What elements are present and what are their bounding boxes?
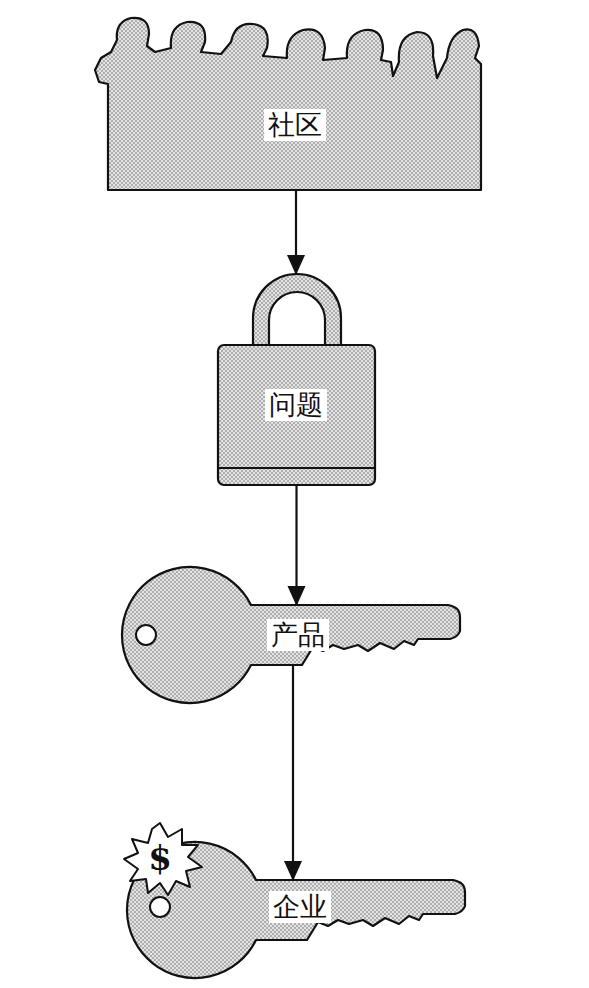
diagram-node: 产品 xyxy=(118,565,468,705)
padlock-shackle xyxy=(253,274,341,348)
node-label: 产品 xyxy=(267,619,329,651)
padlock-band xyxy=(218,467,375,469)
node-text-group: 企业 xyxy=(269,891,331,923)
node-label: 问题 xyxy=(265,389,327,421)
flow-arrow xyxy=(295,190,297,274)
node-text-group: 社区 xyxy=(264,109,326,141)
community-silhouette xyxy=(95,18,481,190)
padlock-body xyxy=(218,345,375,485)
flow-arrow xyxy=(292,665,294,880)
diagram-node: 问题 xyxy=(215,268,378,488)
key-hole xyxy=(136,625,156,645)
node-label: 社区 xyxy=(264,109,326,141)
node-outline xyxy=(91,12,501,192)
currency-symbol: $ xyxy=(148,840,172,876)
node-label: 企业 xyxy=(269,891,331,923)
flow-arrow xyxy=(295,485,297,605)
key-hole xyxy=(150,897,170,917)
money-burst xyxy=(124,823,202,895)
node-outline xyxy=(215,268,378,488)
node-text-group: 问题 xyxy=(265,389,327,421)
node-text-group: 产品 xyxy=(267,619,329,651)
key-outline xyxy=(122,567,460,703)
diagram-node: 社区 xyxy=(91,12,501,192)
